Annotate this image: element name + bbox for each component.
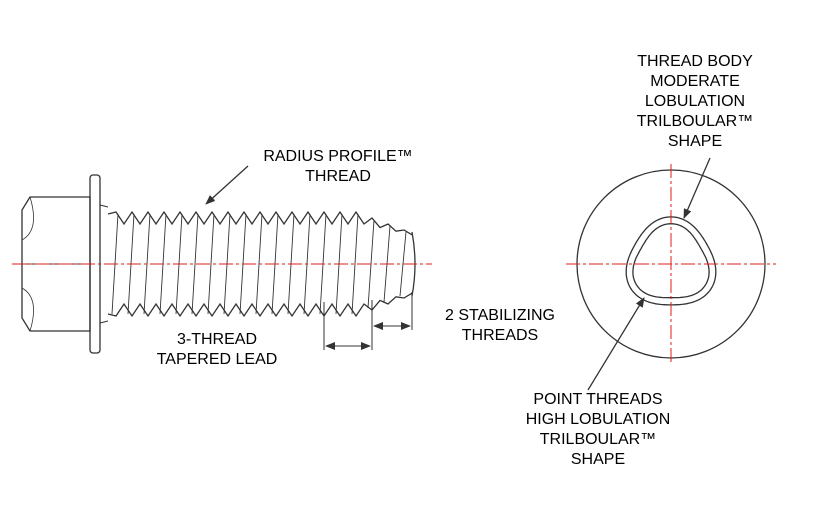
- label-line: TRILBOULAR™: [539, 431, 657, 448]
- label-line: MODERATE: [650, 73, 740, 90]
- label-line: 2 STABILIZING: [445, 307, 555, 324]
- label-line: 3-THREAD: [176, 331, 257, 348]
- thread-body-label: THREAD BODY MODERATE LOBULATION TRILBOUL…: [600, 52, 790, 152]
- label-line: TAPERED LEAD: [156, 351, 278, 368]
- thread-profile: [107, 292, 413, 318]
- point-threads-arrow: [587, 297, 645, 391]
- thread-flank: [207, 213, 215, 315]
- label-line: THREAD BODY: [637, 53, 753, 70]
- screw-side-view: [21, 174, 416, 354]
- label-line: HIGH LOBULATION: [525, 411, 671, 428]
- label-line: RADIUS PROFILE™: [263, 148, 413, 165]
- trilobular-outer: [625, 216, 717, 306]
- lead-dimension: [323, 292, 413, 350]
- label-line: THREAD: [305, 168, 371, 185]
- thread-flank: [191, 213, 199, 315]
- label-line: SHAPE: [667, 133, 723, 150]
- label-line: THREADS: [461, 327, 539, 344]
- tapered-lead-label: 3-THREAD TAPERED LEAD: [132, 330, 302, 370]
- leader-arrows: [205, 157, 711, 391]
- radius-profile-arrow: [205, 165, 249, 205]
- thread-body-arrow: [683, 157, 711, 219]
- stabilizing-threads-label: 2 STABILIZING THREADS: [420, 306, 580, 346]
- radius-profile-label: RADIUS PROFILE™ THREAD: [238, 147, 438, 187]
- thread-flank: [351, 213, 359, 315]
- label-line: POINT THREADS: [533, 391, 663, 408]
- label-line: TRILBOULAR™: [636, 113, 754, 130]
- point-threads-label: POINT THREADS HIGH LOBULATION TRILBOULAR…: [498, 390, 698, 470]
- label-line: LOBULATION: [644, 93, 746, 110]
- thread-profile: [107, 210, 413, 236]
- label-line: SHAPE: [570, 451, 626, 468]
- trilobular-inner: [632, 223, 710, 299]
